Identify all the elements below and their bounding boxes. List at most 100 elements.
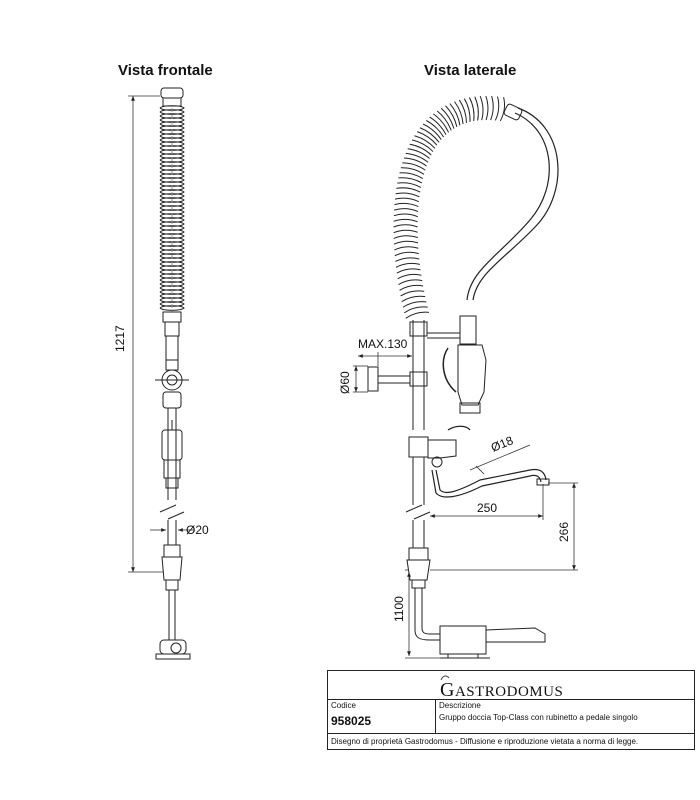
title-block-code-cell: Codice 958025 [328, 699, 436, 733]
front-spring-coil [159, 105, 185, 311]
side-coil-turn [407, 148, 430, 159]
description-value: Gruppo doccia Top-Class con rubinetto a … [439, 713, 638, 722]
side-coil-turn [429, 116, 447, 135]
side-coil-turn [397, 273, 422, 280]
side-mixer-lever [447, 425, 471, 431]
side-coil-turn [393, 213, 418, 218]
side-spray-nozzle [459, 402, 481, 414]
side-coil-turn [414, 135, 436, 149]
side-hose-cap-top [503, 103, 523, 121]
side-coil-turn [405, 311, 429, 319]
side-coil-turn [474, 96, 479, 121]
side-coil-turn [398, 177, 423, 184]
side-coil-turn [393, 235, 418, 239]
side-coil-turn [485, 95, 489, 121]
dim-spout-reach-label: 250 [477, 501, 497, 515]
front-hose-collar-top [162, 97, 182, 107]
side-coil-turn [468, 97, 475, 122]
title-block: GASTRODOMUS Codice 958025 Descrizione Gr… [327, 670, 695, 750]
side-coil-turn [458, 99, 467, 123]
side-coil-turn [403, 157, 427, 167]
side-wall-bracket-clamp [409, 371, 428, 387]
dim-flange-diameter [353, 365, 368, 393]
dim-spout-reach [430, 484, 544, 520]
side-coil-turn [411, 139, 434, 152]
side-coil-turn [394, 246, 419, 251]
side-coil-turn [393, 229, 418, 234]
side-spring-coil [393, 95, 505, 319]
side-coil-turn [394, 202, 419, 208]
side-coil-turn [400, 167, 425, 175]
side-coil-turn [479, 96, 484, 121]
front-lower-union [163, 544, 181, 558]
side-coil-turn [405, 152, 429, 163]
side-coil-turn [409, 143, 432, 156]
front-coil-turn [159, 305, 185, 311]
side-spray-gun [457, 344, 487, 406]
side-wall-flange [367, 366, 379, 392]
side-coil-turn [419, 127, 440, 143]
dim-total-height [128, 95, 164, 573]
code-value: 958025 [331, 714, 372, 728]
side-coil-turn [399, 284, 424, 291]
title-block-info-row: Codice 958025 Descrizione Gruppo doccia … [328, 699, 694, 734]
side-coil-turn [393, 218, 418, 223]
side-coil-turn [402, 162, 426, 171]
code-label: Codice [331, 701, 356, 710]
gastrodomus-logo: GASTRODOMUS [440, 679, 564, 701]
side-view-title: Vista laterale [424, 62, 517, 79]
front-coupling-1 [162, 311, 182, 323]
front-valve-body [163, 459, 181, 479]
side-coil-turn [499, 97, 505, 122]
title-block-footer: Disegno di proprietà Gastrodomus - Diffu… [331, 737, 639, 746]
side-spray-trigger [442, 347, 457, 393]
dim-pedal-height-label: 1100 [392, 596, 406, 622]
side-view-drawing [367, 95, 559, 659]
front-mixer-valve [161, 429, 183, 461]
side-coil-turn [393, 208, 419, 213]
side-coil-turn [395, 262, 421, 268]
side-coil-turn [404, 306, 428, 314]
front-view-drawing [155, 87, 191, 660]
title-block-logo-row: GASTRODOMUS [328, 671, 694, 701]
side-coil-turn [397, 182, 422, 188]
side-coil-turn [433, 113, 449, 133]
side-coil-turn [449, 103, 461, 126]
side-pedal-hose-fitting [406, 559, 431, 581]
side-coil-turn [494, 96, 500, 121]
side-pedal-body [439, 625, 487, 655]
front-bracket-base [162, 391, 182, 409]
front-hose-cap-top [160, 87, 184, 99]
dim-spout-diameter [469, 444, 531, 475]
front-view-title: Vista frontale [118, 62, 213, 79]
side-coil-turn [398, 279, 423, 285]
side-coil-turn [454, 101, 464, 125]
side-coil-turn [395, 192, 420, 198]
side-coil-turn [440, 107, 455, 129]
side-mixer-top [408, 436, 429, 458]
dim-pedal-height [405, 569, 440, 659]
dim-total-height-label: 1217 [113, 325, 127, 352]
side-lower-union [408, 547, 429, 561]
side-coil-turn [426, 119, 444, 138]
dim-hose-diameter-label: Ø20 [186, 523, 209, 537]
dim-spout-diameter-label: Ø18 [489, 433, 516, 455]
front-coupling-2 [164, 321, 180, 337]
description-label: Descrizione [439, 701, 481, 710]
side-coil-turn [422, 123, 442, 140]
side-coil-turn [394, 251, 419, 257]
side-coil-turn [436, 110, 452, 131]
side-coil-turn [395, 257, 420, 262]
dim-spout-height [430, 482, 578, 571]
side-coil-turn [393, 224, 418, 228]
side-coil-turn [402, 301, 427, 308]
side-spray-holder [459, 315, 477, 345]
side-coil-turn [463, 98, 471, 122]
side-coil-turn [416, 131, 438, 146]
side-spout [435, 468, 547, 494]
side-coil-turn [396, 187, 421, 193]
side-coil-turn [394, 197, 420, 203]
side-column-top [409, 321, 428, 337]
front-pedal-hose-fitting [161, 556, 183, 581]
